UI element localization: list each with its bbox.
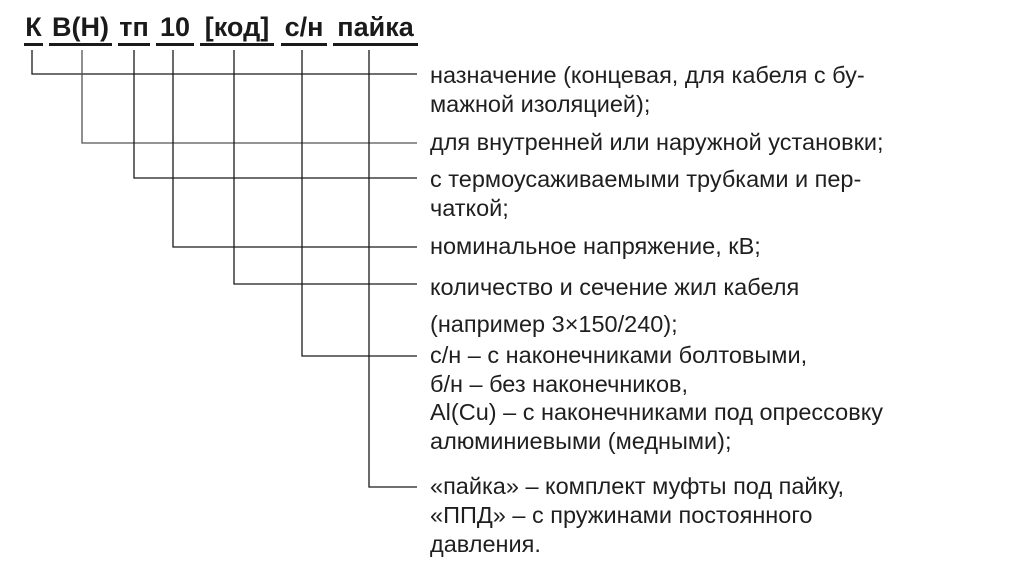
description-line: чаткой; bbox=[430, 195, 509, 221]
segment-label: тп bbox=[119, 12, 149, 42]
segment-label: с/н bbox=[284, 12, 324, 42]
connector-kit bbox=[368, 50, 417, 488]
segment-label: В(Н) bbox=[52, 12, 109, 42]
description-line: с/н – с наконечниками болтовыми, bbox=[430, 342, 808, 368]
description-installation: для внутренней или наружной установки; bbox=[430, 128, 884, 156]
description-voltage: номинальное напряжение, кВ; bbox=[430, 232, 761, 260]
code-segment-tubes: тп bbox=[118, 12, 150, 46]
segment-underline bbox=[24, 43, 43, 46]
description-line: номинальное напряжение, кВ; bbox=[430, 233, 761, 259]
description-line: алюминиевыми (медными); bbox=[430, 427, 732, 454]
description-line: Al(Cu) – с наконечниками под опрессовку bbox=[430, 399, 884, 425]
connector-tubes bbox=[133, 50, 417, 179]
segment-underline bbox=[200, 43, 274, 46]
description-line: «ППД» – с пружинами постоянного bbox=[430, 502, 813, 528]
description-line: с термоусаживаемыми трубками и пер- bbox=[430, 166, 862, 192]
segment-label: К bbox=[25, 12, 42, 42]
description-type: назначение (концевая, для кабеля с бу- м… bbox=[430, 58, 865, 121]
description-line: давления. bbox=[430, 531, 541, 557]
description-tubes: с термоусаживаемыми трубками и пер- чатк… bbox=[430, 163, 861, 224]
description-line: б/н – без наконечников, bbox=[430, 370, 689, 397]
connector-installation bbox=[81, 50, 417, 144]
segment-underline bbox=[118, 43, 150, 46]
description-line: «пайка» – комплект муфты под пайку, bbox=[430, 473, 844, 499]
segment-label: пайка bbox=[337, 12, 414, 42]
description-line: количество и сечение жил кабеля bbox=[430, 274, 800, 300]
segment-underline bbox=[333, 43, 418, 46]
code-segment-cores: [код] bbox=[200, 12, 274, 46]
description-kit: «пайка» – комплект муфты под пайку, «ППД… bbox=[430, 472, 844, 559]
description-line: назначение (концевая, для кабеля с бу- bbox=[430, 62, 865, 88]
description-lugs: с/н – с наконечниками болтовыми, б/н – б… bbox=[430, 341, 883, 455]
code-segment-voltage: 10 bbox=[156, 12, 194, 46]
segment-label: 10 bbox=[159, 12, 191, 42]
code-segment-lugs: с/н bbox=[281, 12, 327, 46]
code-segment-kit: пайка bbox=[333, 12, 418, 46]
connector-cores bbox=[233, 50, 417, 285]
segment-label: [код] bbox=[204, 12, 270, 42]
code-segment-type: К bbox=[24, 12, 43, 46]
description-cores: количество и сечение жил кабеля (наприме… bbox=[430, 269, 799, 343]
description-line: (например 3×150/240); bbox=[430, 311, 678, 337]
connector-voltage bbox=[172, 50, 417, 248]
segment-underline bbox=[49, 43, 112, 46]
description-line: для внутренней или наружной установки; bbox=[430, 129, 884, 155]
connector-type bbox=[31, 50, 417, 75]
description-line: мажной изоляцией); bbox=[430, 91, 651, 117]
segment-underline bbox=[281, 43, 327, 46]
code-segment-installation: В(Н) bbox=[49, 12, 112, 46]
segment-underline bbox=[156, 43, 194, 46]
connector-lugs bbox=[301, 50, 417, 357]
